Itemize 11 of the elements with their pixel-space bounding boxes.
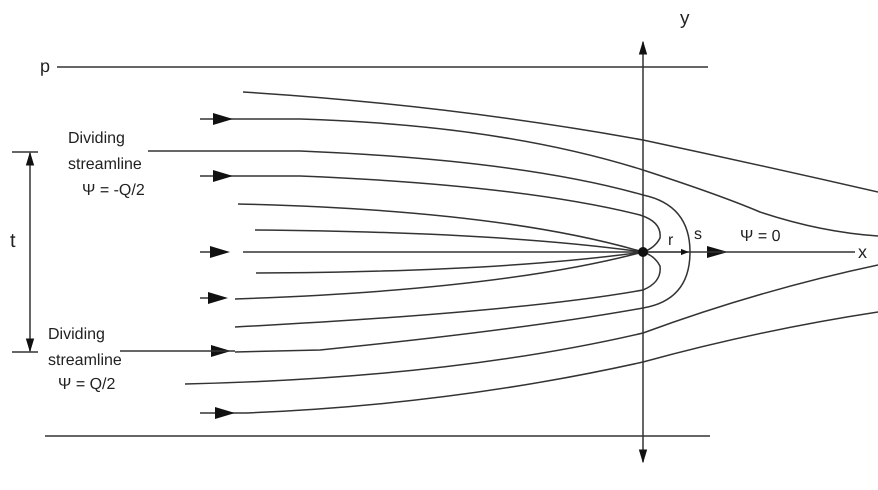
dimension-label: t [10, 229, 16, 254]
radius-label: r [668, 231, 674, 251]
arc-label: s [694, 225, 702, 245]
stream-function-value: Ψ = -Q/2 [82, 181, 145, 201]
wall-label: p [40, 55, 50, 78]
streamline-label: Dividing streamline [68, 129, 143, 175]
stream-function-value: Ψ = 0 [740, 227, 780, 247]
streamline-label: Dividing streamline [48, 325, 123, 371]
stream-function-value: Ψ = Q/2 [58, 375, 116, 395]
axis-label: y [680, 7, 690, 31]
axis-label: x [858, 241, 867, 264]
